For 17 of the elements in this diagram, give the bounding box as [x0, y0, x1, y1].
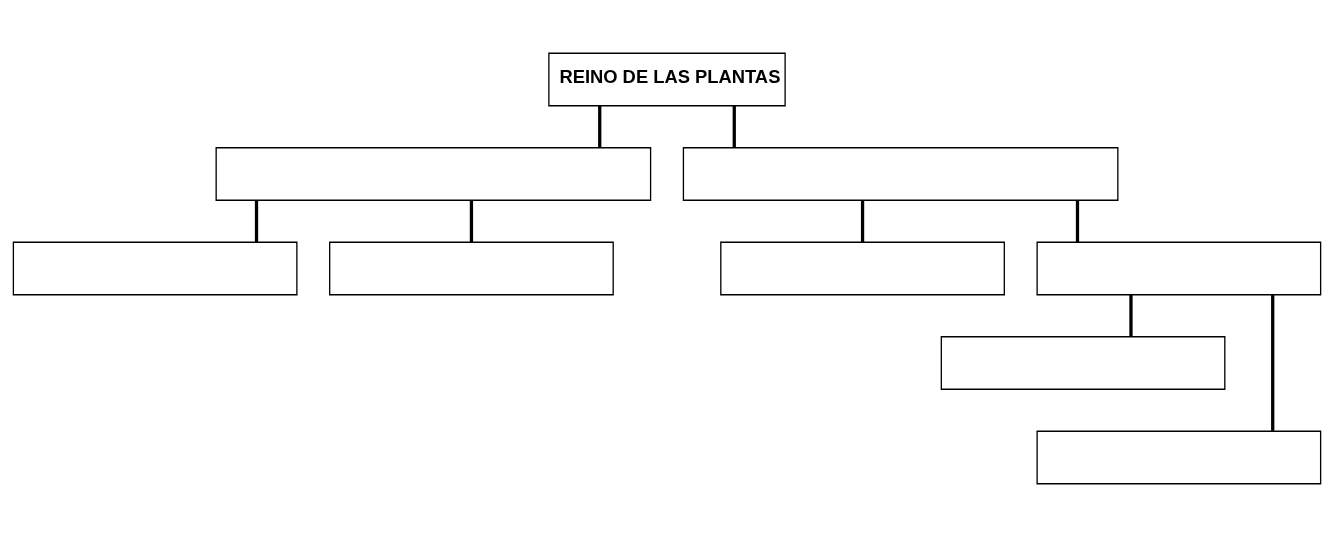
connector: [469, 200, 474, 242]
node-box: [215, 147, 652, 201]
node-box: [1036, 241, 1322, 296]
connector: [860, 200, 865, 242]
connector: [732, 105, 736, 148]
node-box: [1036, 430, 1322, 485]
node-box: [940, 336, 1226, 390]
connector: [598, 105, 602, 148]
connector: [1075, 200, 1080, 242]
node-box: [720, 241, 1005, 296]
node-box: [329, 241, 614, 296]
node-box: [12, 241, 298, 296]
node-box: REINO DE LAS PLANTAS: [548, 52, 786, 107]
connector: [1129, 294, 1133, 337]
connector: [1271, 294, 1275, 431]
connector: [254, 200, 259, 242]
node-box: [682, 147, 1119, 201]
